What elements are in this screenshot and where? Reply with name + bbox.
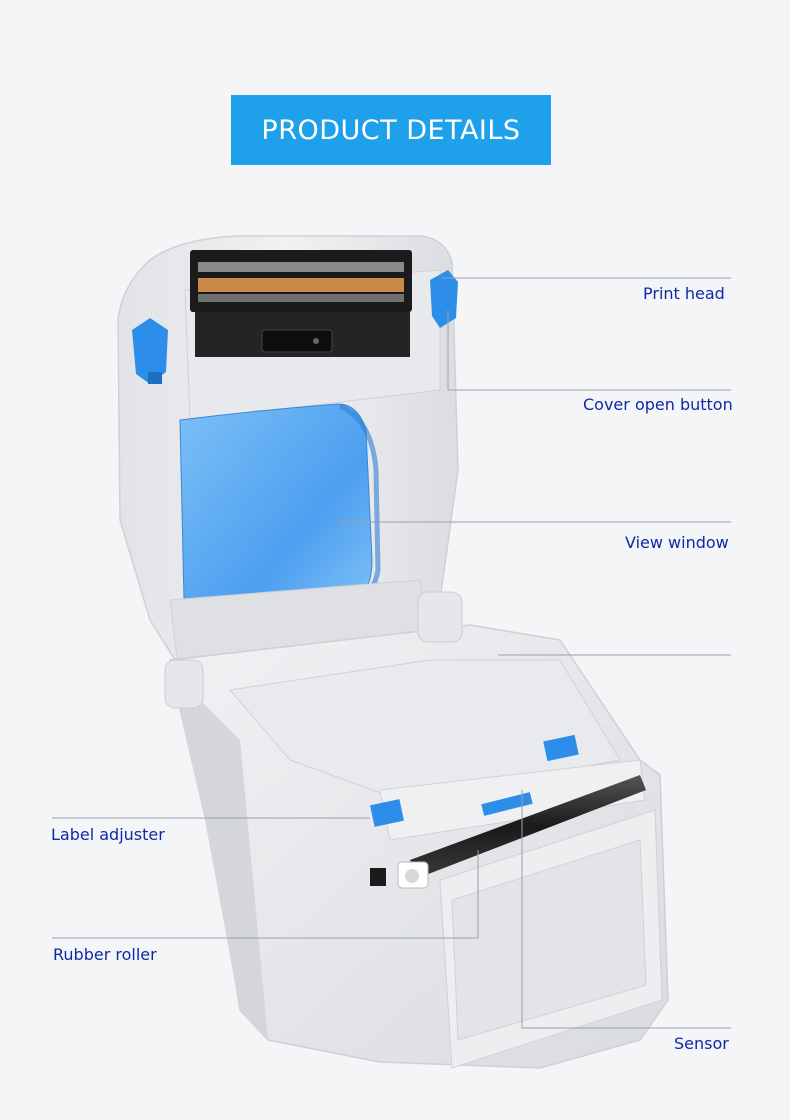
- rubber-roller: [370, 775, 646, 889]
- cover-open-button: [132, 270, 458, 384]
- print-head: [190, 250, 412, 357]
- callout-view-window: View window: [625, 533, 729, 552]
- label-adjuster: [370, 734, 646, 841]
- callout-rubber-roller: Rubber roller: [53, 945, 157, 964]
- callout-print-head: Print head: [643, 284, 725, 303]
- callout-cover-open-button: Cover open button: [583, 395, 733, 414]
- callout-sensor: Sensor: [674, 1034, 729, 1053]
- lid-hinge: [164, 591, 463, 709]
- page-title-banner: PRODUCT DETAILS: [231, 95, 551, 165]
- page-title: PRODUCT DETAILS: [261, 114, 521, 146]
- printer-body: [169, 624, 669, 1069]
- leader-lines: [52, 277, 731, 1029]
- callout-label-adjuster: Label adjuster: [51, 825, 165, 844]
